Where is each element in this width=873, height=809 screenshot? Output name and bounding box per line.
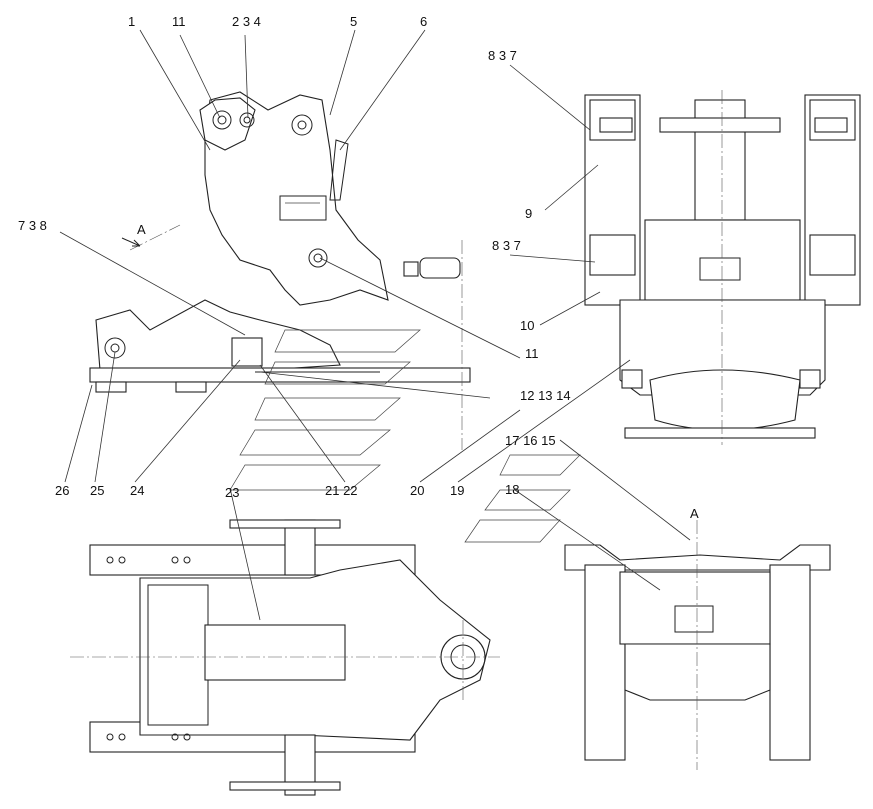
callout-24: 24 — [130, 483, 144, 498]
section-a-label: A — [690, 506, 699, 521]
callout-12-13-14: 12 13 14 — [520, 388, 571, 403]
pin-hole — [239, 112, 255, 128]
pin-hole-inner — [243, 116, 251, 124]
callout-7-3-8: 7 3 8 — [18, 218, 47, 233]
bottom-plate — [624, 427, 816, 439]
base-rail — [89, 367, 471, 383]
plate-strip — [229, 781, 341, 791]
right-pin — [814, 117, 848, 133]
view-arrow-label: A — [137, 222, 146, 237]
plate-strip — [229, 519, 341, 529]
nameplate — [674, 605, 714, 633]
bracket-strip — [329, 139, 349, 201]
lower-arm — [95, 299, 341, 376]
callout-25: 25 — [90, 483, 104, 498]
pin-hole — [308, 248, 328, 268]
callout-labels: 1 11 2 3 4 5 6 8 3 7 9 7 3 8 8 3 7 10 11… — [18, 14, 699, 521]
nameplate — [279, 195, 327, 221]
pin-hole-inner — [217, 115, 227, 125]
foot — [175, 381, 207, 393]
side-plate — [204, 91, 389, 306]
side-view — [89, 91, 471, 450]
center-beam — [204, 624, 346, 681]
foot — [621, 369, 643, 389]
callout-8-3-7-mid: 8 3 7 — [492, 238, 521, 253]
pivot-shaft — [284, 519, 316, 576]
section-left-leg — [584, 564, 626, 761]
nameplate — [699, 257, 741, 281]
spring-box — [231, 337, 263, 367]
view-arrow-icon — [121, 237, 141, 247]
callout-1: 1 — [128, 14, 135, 29]
callout-2-3-4: 2 3 4 — [232, 14, 261, 29]
section-plate — [619, 571, 771, 645]
callout-8-3-7-top: 8 3 7 — [488, 48, 517, 63]
callout-10: 10 — [520, 318, 534, 333]
pin-hole-inner — [297, 120, 307, 130]
left-post-joint — [589, 234, 636, 276]
callout-19: 19 — [450, 483, 464, 498]
right-post-joint — [809, 234, 856, 276]
pin-hole — [291, 114, 313, 136]
front-view — [584, 90, 861, 445]
lower-frame — [619, 299, 826, 396]
leader-lines — [59, 29, 691, 621]
cross-beam — [644, 219, 801, 301]
callout-18: 18 — [505, 482, 519, 497]
bolt-head — [403, 261, 419, 277]
pin-hole-inner — [313, 253, 323, 263]
section-top-plate — [564, 544, 831, 571]
callout-5: 5 — [350, 14, 357, 29]
section-a-view — [564, 520, 831, 770]
foot — [799, 369, 821, 389]
top-view — [70, 519, 500, 796]
pin-hole — [104, 337, 126, 359]
bottom-bowl — [649, 369, 801, 431]
callout-20: 20 — [410, 483, 424, 498]
section-right-leg — [769, 564, 811, 761]
callout-6: 6 — [420, 14, 427, 29]
callout-11-top: 11 — [172, 14, 186, 29]
cylinder-end — [419, 257, 461, 279]
left-pin — [599, 117, 633, 133]
callout-9: 9 — [525, 206, 532, 221]
callout-11-mid: 11 — [525, 346, 539, 361]
section-bottom — [624, 643, 771, 701]
foot — [95, 381, 127, 393]
callout-23: 23 — [225, 485, 239, 500]
callout-21-22: 21 22 — [325, 483, 358, 498]
pin-hole — [212, 110, 232, 130]
callout-17-16-15: 17 16 15 — [505, 433, 556, 448]
upper-pin — [659, 117, 781, 133]
callout-26: 26 — [55, 483, 69, 498]
